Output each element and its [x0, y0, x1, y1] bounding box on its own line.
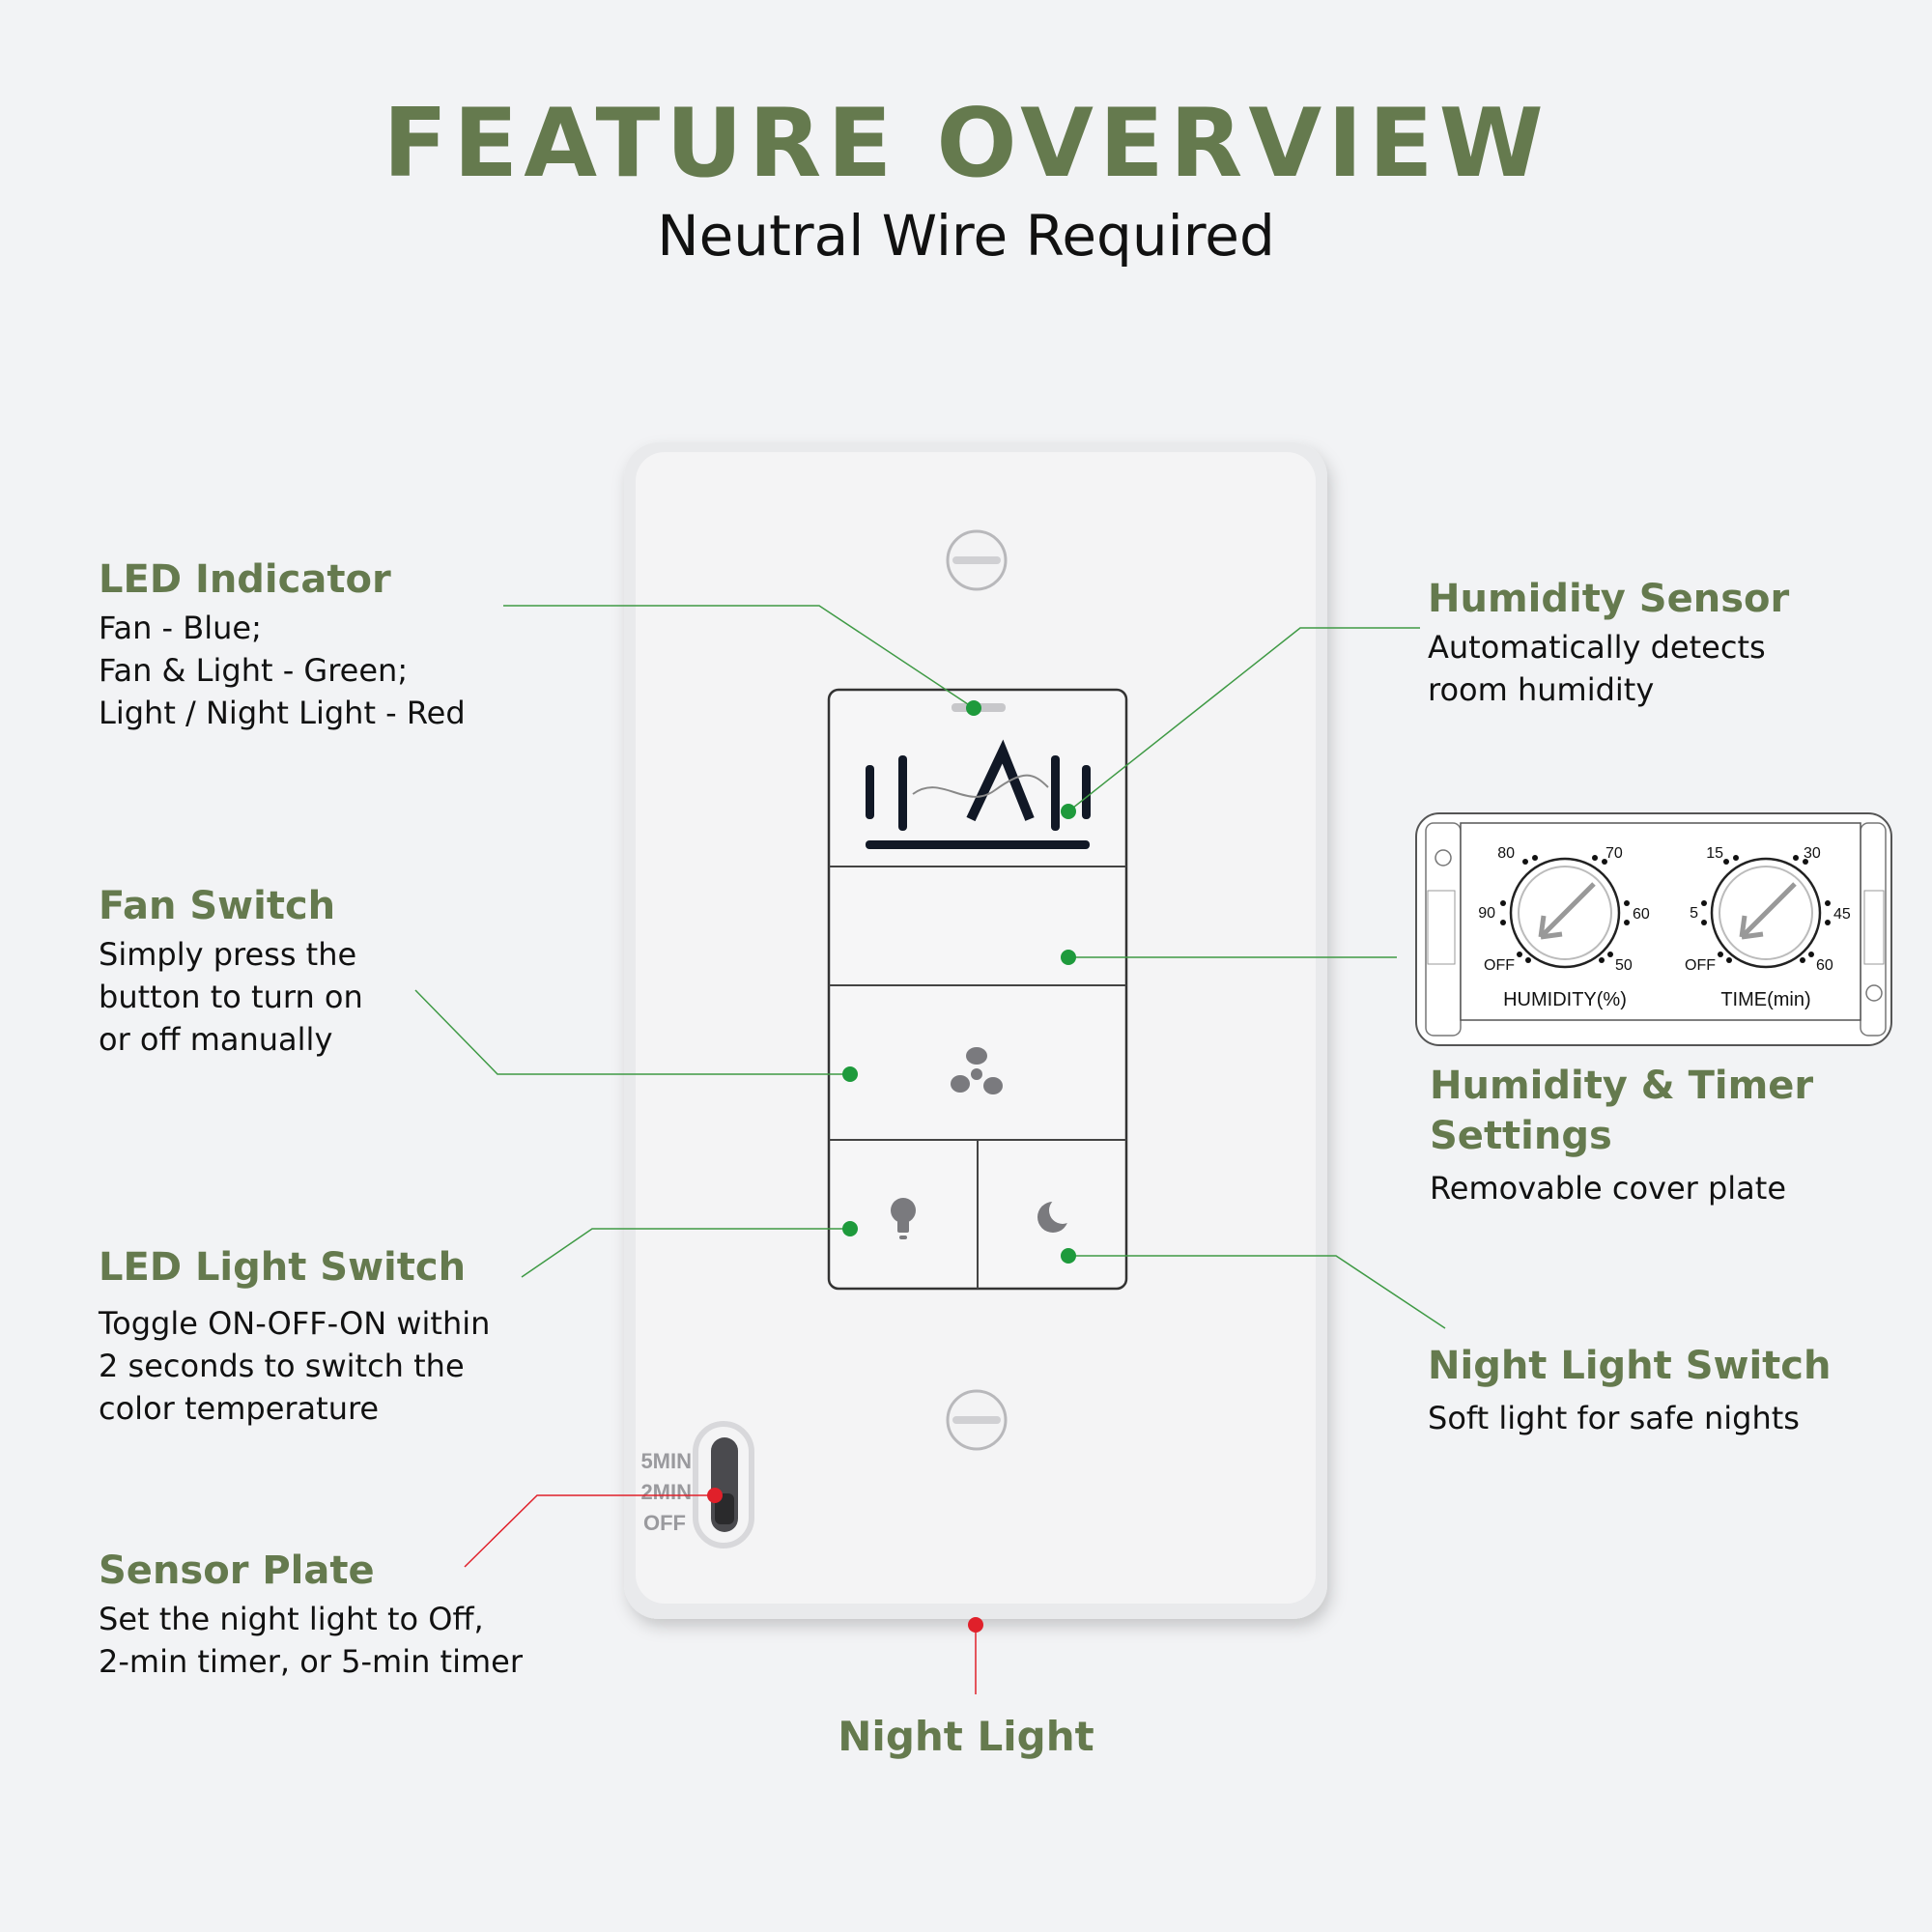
switch-module [827, 688, 1128, 1291]
fan-icon [951, 1047, 1003, 1094]
dial-tick: 50 [1615, 957, 1633, 974]
callout-night-light-switch: Night Light Switch Soft light for safe n… [1428, 1341, 1831, 1437]
marker-dot [966, 700, 981, 716]
dial-tick: 90 [1478, 905, 1495, 922]
leader-night-light-switch [1068, 1255, 1446, 1329]
moon-icon [1037, 1197, 1076, 1233]
callout-humidity-timer: Humidity & Timer Settings Removable cove… [1430, 1061, 1813, 1208]
callout-title: Fan Switch [99, 884, 336, 928]
slide-switch-label: 2MIN [640, 1480, 692, 1504]
callout-line: room humidity [1428, 671, 1655, 708]
callout-fan-switch: Fan Switch Simply press the button to tu… [99, 881, 363, 1059]
slide-switch [693, 1421, 754, 1548]
callout-title: Sensor Plate [99, 1548, 375, 1593]
callout-line: Removable cover plate [1430, 1170, 1787, 1207]
screw-icon [946, 529, 1008, 591]
marker-dot [707, 1488, 723, 1503]
dial-tick: OFF [1484, 957, 1515, 974]
dial-tick: 70 [1605, 845, 1623, 862]
marker-dot [842, 1221, 858, 1236]
leader-led-light-switch [521, 1228, 850, 1278]
callout-line: or off manually [99, 1021, 333, 1058]
callout-sensor-plate: Sensor Plate Set the night light to Off,… [99, 1546, 523, 1681]
dial-tick: 15 [1706, 845, 1723, 862]
dial-tick: 80 [1497, 845, 1515, 862]
dial-tick: 30 [1804, 845, 1821, 862]
callout-line: Soft light for safe nights [1428, 1400, 1800, 1436]
callout-line: Fan & Light - Green; [99, 652, 409, 689]
humidity-dial-label: HUMIDITY(%) [1503, 989, 1627, 1010]
callout-title: Humidity & Timer [1430, 1064, 1814, 1108]
leader-led-indicator [503, 605, 975, 709]
page-subtitle: Neutral Wire Required [657, 203, 1275, 269]
callout-line: Simply press the [99, 936, 357, 973]
screw-icon [946, 1389, 1008, 1451]
timer-dial-label: TIME(min) [1720, 989, 1810, 1010]
slide-switch-label: 5MIN [640, 1449, 692, 1473]
dial-tick: 5 [1690, 905, 1698, 922]
callout-led-indicator: LED Indicator Fan - Blue; Fan & Light - … [99, 554, 466, 732]
callout-led-light-switch: LED Light Switch Toggle ON-OFF-ON within… [99, 1242, 490, 1428]
leader-sensor-plate [464, 1494, 715, 1568]
slide-switch-label: OFF [643, 1511, 686, 1535]
dial-tick: 60 [1816, 957, 1833, 974]
marker-dot [1061, 1248, 1076, 1264]
callout-line: Automatically detects [1428, 629, 1766, 666]
callout-line: color temperature [99, 1390, 380, 1427]
brand-logo [866, 739, 1091, 849]
callout-title: Settings [1430, 1114, 1612, 1158]
callout-line: Toggle ON-OFF-ON within [99, 1305, 491, 1342]
callout-night-light-title: Night Light [838, 1713, 1094, 1760]
callout-humidity-sensor: Humidity Sensor Automatically detects ro… [1428, 574, 1789, 709]
dial-tick: 45 [1833, 906, 1851, 923]
callout-title: Night Light Switch [1428, 1344, 1832, 1388]
marker-dot [842, 1066, 858, 1082]
page-title: FEATURE OVERVIEW [383, 89, 1549, 199]
callout-line: Light / Night Light - Red [99, 695, 466, 731]
callout-line: 2 seconds to switch the [99, 1348, 465, 1384]
leader-humidity-sensor [1067, 627, 1420, 812]
marker-dot [968, 1617, 983, 1633]
marker-dot [1061, 950, 1076, 965]
leader-fan-switch [414, 989, 850, 1075]
callout-line: Fan - Blue; [99, 610, 262, 646]
callout-line: 2-min timer, or 5-min timer [99, 1643, 523, 1680]
marker-dot [1061, 804, 1076, 819]
callout-title: Humidity Sensor [1428, 577, 1790, 621]
humidity-dial: 80 70 90 60 OFF 50 HUMIDITY(%) [1478, 845, 1650, 1010]
callout-line: Set the night light to Off, [99, 1601, 484, 1637]
callout-title: LED Indicator [99, 557, 391, 602]
timer-dial: 15 30 5 45 OFF 60 TIME(min) [1685, 845, 1851, 1010]
bulb-icon [891, 1198, 916, 1239]
callout-title: LED Light Switch [99, 1245, 467, 1290]
callout-line: button to turn on [99, 979, 363, 1015]
dial-tick: OFF [1685, 957, 1716, 974]
dial-tick: 60 [1633, 906, 1650, 923]
